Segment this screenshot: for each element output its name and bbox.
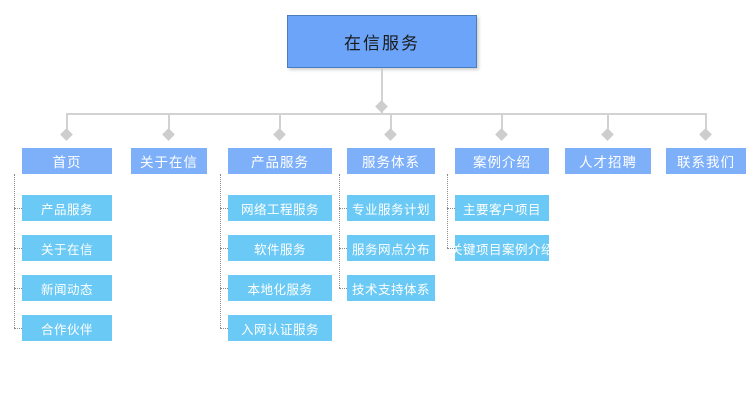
child-stub bbox=[339, 208, 347, 209]
level3-node-3-4[interactable]: 入网认证服务 bbox=[228, 315, 332, 341]
level3-node-1-4[interactable]: 合作伙伴 bbox=[22, 315, 112, 341]
level2-node-6[interactable]: 人才招聘 bbox=[565, 148, 651, 174]
level2-node-label: 人才招聘 bbox=[579, 155, 637, 171]
column-drop-marker bbox=[162, 128, 175, 141]
child-stub bbox=[14, 208, 22, 209]
level2-node-3[interactable]: 产品服务 bbox=[228, 148, 332, 174]
child-spine bbox=[14, 174, 15, 328]
child-stub bbox=[447, 248, 455, 249]
level3-node-4-2[interactable]: 服务网点分布 bbox=[347, 235, 435, 261]
level3-node-label: 产品服务 bbox=[40, 201, 93, 217]
column-drop-marker bbox=[699, 128, 712, 141]
level2-node-label: 关于在信 bbox=[140, 155, 198, 171]
level3-node-4-1[interactable]: 专业服务计划 bbox=[347, 195, 435, 221]
level2-node-5[interactable]: 案例介绍 bbox=[455, 148, 549, 174]
child-stub bbox=[220, 328, 228, 329]
level3-node-label: 入网认证服务 bbox=[240, 321, 319, 337]
level3-node-5-2[interactable]: 关键项目案例介绍 bbox=[450, 235, 554, 261]
level3-node-4-3[interactable]: 技术支持体系 bbox=[347, 275, 435, 301]
child-stub bbox=[220, 208, 228, 209]
column-drop-marker bbox=[273, 128, 286, 141]
level3-node-label: 服务网点分布 bbox=[351, 241, 430, 257]
level3-node-label: 专业服务计划 bbox=[351, 201, 430, 217]
root-node-label: 在信服务 bbox=[344, 34, 420, 54]
column-drop-marker bbox=[601, 128, 614, 141]
column-drop bbox=[390, 113, 392, 138]
level3-node-label: 合作伙伴 bbox=[40, 321, 93, 337]
column-drop bbox=[279, 113, 281, 138]
child-stub bbox=[220, 288, 228, 289]
level3-node-label: 主要客户项目 bbox=[462, 201, 541, 217]
child-stub bbox=[14, 288, 22, 289]
level3-node-label: 关于在信 bbox=[40, 241, 93, 257]
child-stub bbox=[14, 248, 22, 249]
level2-node-label: 首页 bbox=[52, 155, 82, 171]
level3-node-label: 关键项目案例介绍 bbox=[450, 241, 555, 257]
level3-node-label: 技术支持体系 bbox=[351, 281, 430, 297]
level2-node-4[interactable]: 服务体系 bbox=[347, 148, 435, 174]
child-stub bbox=[339, 248, 347, 249]
root-stem bbox=[381, 68, 383, 113]
column-drop bbox=[66, 113, 68, 138]
column-drop-marker bbox=[495, 128, 508, 141]
child-spine bbox=[339, 174, 340, 288]
level3-node-label: 本地化服务 bbox=[247, 281, 313, 297]
horizontal-bus bbox=[67, 113, 706, 115]
level3-node-1-1[interactable]: 产品服务 bbox=[22, 195, 112, 221]
level2-node-label: 联系我们 bbox=[677, 155, 735, 171]
column-drop bbox=[501, 113, 503, 138]
level3-node-1-2[interactable]: 关于在信 bbox=[22, 235, 112, 261]
level2-node-label: 服务体系 bbox=[362, 155, 420, 171]
column-drop bbox=[705, 113, 707, 138]
level3-node-5-1[interactable]: 主要客户项目 bbox=[455, 195, 549, 221]
child-spine bbox=[220, 174, 221, 328]
child-stub bbox=[220, 248, 228, 249]
column-drop-marker bbox=[60, 128, 73, 141]
level3-node-label: 新闻动态 bbox=[40, 281, 93, 297]
child-stub bbox=[14, 328, 22, 329]
child-spine bbox=[447, 174, 448, 248]
level2-node-2[interactable]: 关于在信 bbox=[131, 148, 207, 174]
root-stem-marker bbox=[375, 100, 388, 113]
root-node[interactable]: 在信服务 bbox=[287, 15, 477, 68]
column-drop-marker bbox=[384, 128, 397, 141]
level3-node-3-2[interactable]: 软件服务 bbox=[228, 235, 332, 261]
child-stub bbox=[447, 208, 455, 209]
column-drop bbox=[607, 113, 609, 138]
level2-node-1[interactable]: 首页 bbox=[22, 148, 112, 174]
level3-node-3-3[interactable]: 本地化服务 bbox=[228, 275, 332, 301]
level3-node-3-1[interactable]: 网络工程服务 bbox=[228, 195, 332, 221]
level3-node-label: 软件服务 bbox=[253, 241, 306, 257]
level3-node-1-3[interactable]: 新闻动态 bbox=[22, 275, 112, 301]
column-drop bbox=[168, 113, 170, 138]
level2-node-7[interactable]: 联系我们 bbox=[666, 148, 746, 174]
level3-node-label: 网络工程服务 bbox=[240, 201, 319, 217]
level2-node-label: 产品服务 bbox=[251, 155, 309, 171]
level2-node-label: 案例介绍 bbox=[473, 155, 531, 171]
child-stub bbox=[339, 288, 347, 289]
